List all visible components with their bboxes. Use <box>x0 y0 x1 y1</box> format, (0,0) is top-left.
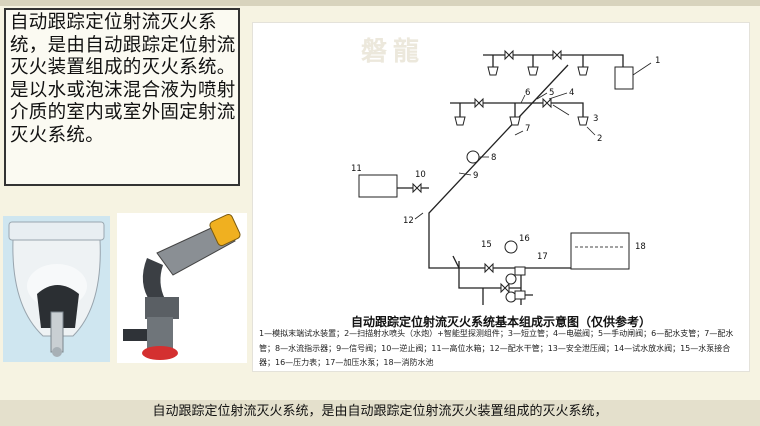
subtitle-text: 自动跟踪定位射流灭火系统，是由自动跟踪定位射流灭火装置组成的灭火系统， <box>152 404 608 419</box>
watermark: 磐龍 <box>361 37 426 67</box>
label-16: 16 <box>519 234 530 244</box>
label-18: 18 <box>635 242 646 252</box>
label-4: 4 <box>569 88 574 98</box>
label-10: 10 <box>415 170 426 180</box>
label-2: 2 <box>597 134 602 144</box>
label-6: 6 <box>525 88 530 98</box>
label-5: 5 <box>549 88 554 98</box>
label-11: 11 <box>351 164 362 174</box>
diagram-caption: 自动跟踪定位射流灭火系统基本组成示意图（仅供参考） <box>350 315 651 329</box>
description-text: 自动跟踪定位射流灭火系统，是由自动跟踪定位射流灭火装置组成的灭火系统。是以水或泡… <box>10 12 236 146</box>
description-box: 自动跟踪定位射流灭火系统，是由自动跟踪定位射流灭火装置组成的灭火系统。是以水或泡… <box>4 8 240 186</box>
subtitle-bar: 自动跟踪定位射流灭火系统，是由自动跟踪定位射流灭火装置组成的灭火系统， <box>0 400 760 426</box>
system-diagram: 磐龍 <box>252 22 750 372</box>
label-1: 1 <box>655 56 660 66</box>
label-12: 12 <box>403 216 414 226</box>
top-strip <box>0 0 760 6</box>
scanning-nozzle-photo <box>3 216 110 362</box>
diagram-legend: 1—模拟末端试水装置；2—扫描射水喷头（水炮）+智能型探测组件；3—短立管；4—… <box>259 329 734 367</box>
label-15: 15 <box>481 240 492 250</box>
label-7: 7 <box>525 124 530 134</box>
label-3: 3 <box>593 114 598 124</box>
label-8: 8 <box>491 153 496 163</box>
water-cannon-photo <box>117 213 247 363</box>
label-9: 9 <box>473 171 478 181</box>
label-17: 17 <box>537 252 548 262</box>
